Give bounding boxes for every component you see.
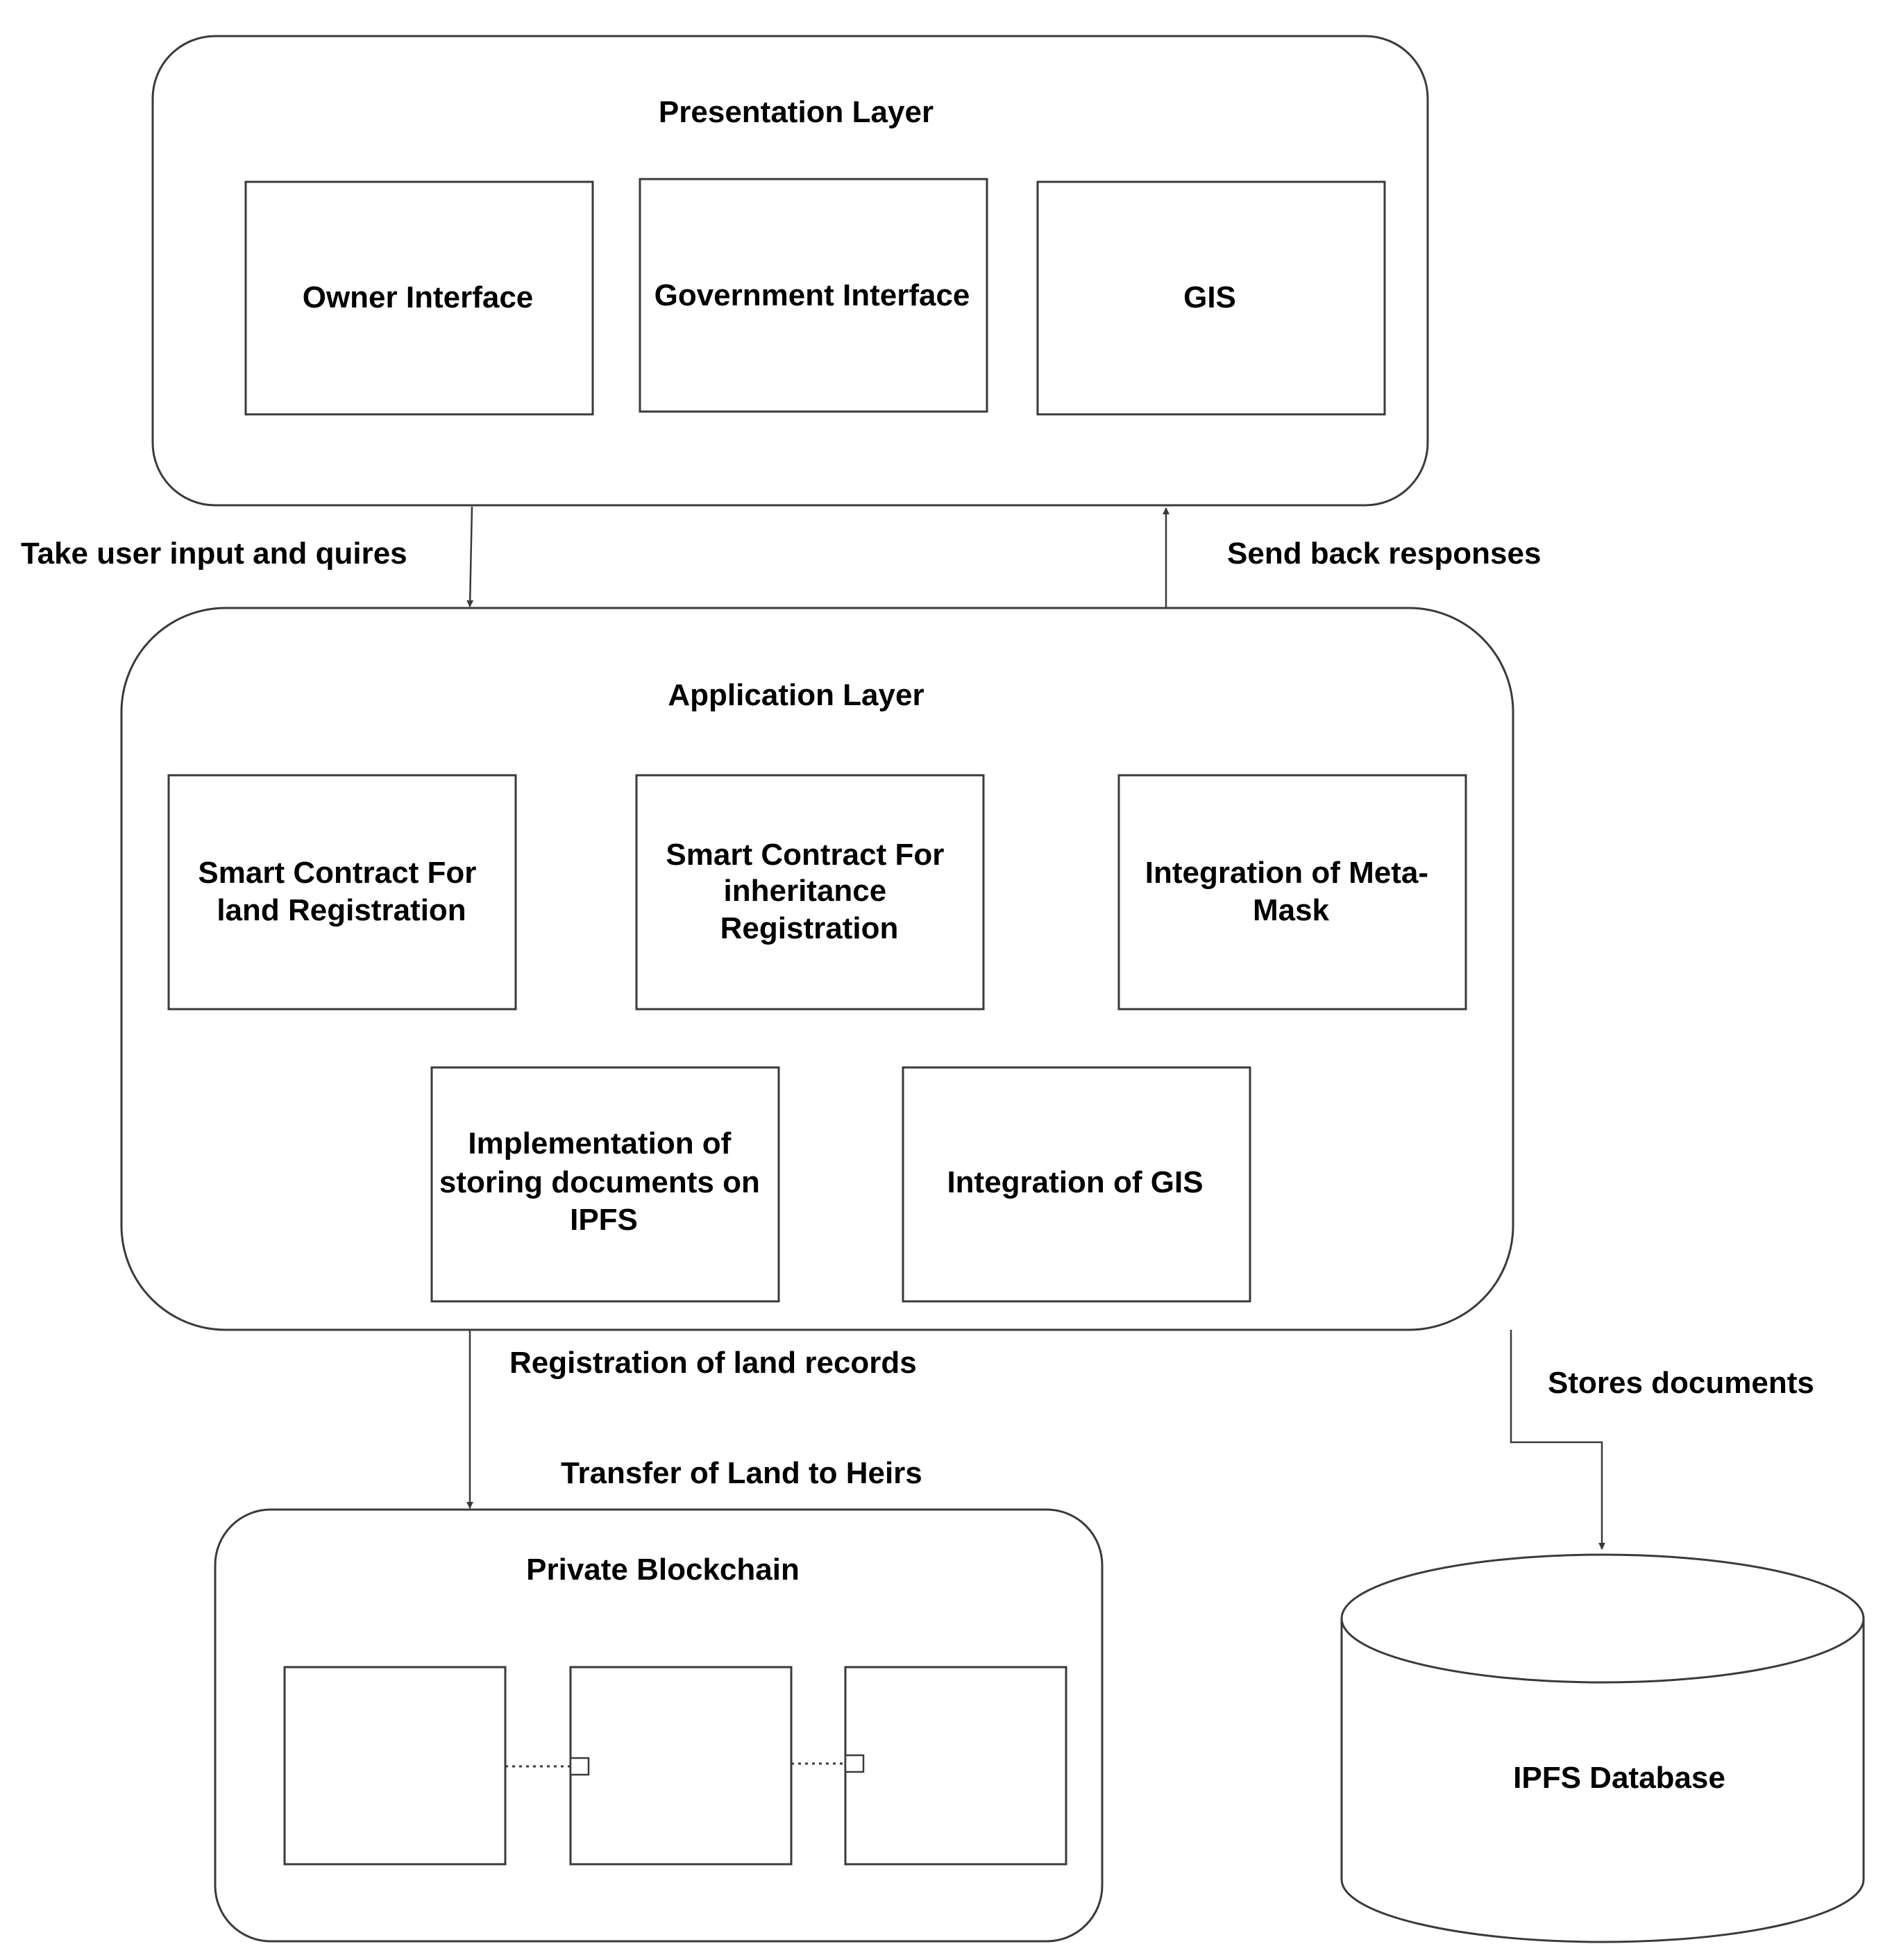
block-link-connector-2 <box>844 1754 865 1773</box>
ipfs-storage-box <box>430 1066 780 1303</box>
application-layer-title: Application Layer <box>668 678 924 712</box>
inheritance-registration-contract-line: Smart Contract For <box>666 838 944 872</box>
ipfs-storage-label: Implementation of storing documents on I… <box>439 1126 768 1237</box>
ipfs-storage-line: storing documents on <box>439 1165 760 1199</box>
responses-label: Send back responses <box>1227 537 1541 571</box>
metamask-integration-box <box>1117 774 1467 1011</box>
ipfs-database-arrow <box>1510 1330 1605 1550</box>
gis-integration-box <box>902 1066 1251 1303</box>
owner-interface-label: Owner Interface <box>303 280 534 314</box>
metamask-integration-line: Mask <box>1253 893 1330 927</box>
database-top <box>1340 1553 1865 1684</box>
ipfs-database-label: IPFS Database <box>1513 1761 1725 1795</box>
user-input-label: Take user input and quires <box>21 537 407 571</box>
registration-label: Registration of land records <box>509 1346 917 1380</box>
stores-documents-label: Stores documents <box>1548 1366 1814 1400</box>
government-interface-label: Government Interface <box>655 278 970 312</box>
government-interface-box <box>639 178 988 413</box>
transfer-label: Transfer of Land to Heirs <box>561 1456 922 1490</box>
application-layer: Application Layer Smart Contract For lan… <box>120 607 1514 1331</box>
inheritance-registration-contract-label: Smart Contract For inheritance Registrat… <box>666 838 952 945</box>
user-input-arrow <box>466 506 474 607</box>
inheritance-registration-contract-box <box>635 774 985 1011</box>
ipfs-storage-line: IPFS <box>570 1203 638 1237</box>
metamask-integration-label: Integration of Meta- Mask <box>1145 856 1437 927</box>
land-registration-contract-line: Smart Contract For <box>198 856 476 890</box>
private-blockchain-title: Private Blockchain <box>526 1553 800 1587</box>
owner-interface-box <box>244 180 594 416</box>
metamask-integration-line: Integration of Meta- <box>1145 856 1428 890</box>
database-body <box>1340 1619 1865 1943</box>
inheritance-registration-contract-line: inheritance <box>724 874 887 908</box>
land-registration-contract-line: land Registration <box>217 893 466 927</box>
ipfs-storage-line: Implementation of <box>468 1126 731 1160</box>
land-registration-contract-label: Smart Contract For land Registration <box>198 856 484 927</box>
gis-label: GIS <box>1183 280 1236 314</box>
land-registration-contract-box <box>167 774 517 1011</box>
private-blockchain: Private Blockchain <box>214 1508 1104 1943</box>
ipfs-database: IPFS Database <box>1340 1553 1865 1943</box>
block-2 <box>569 1666 793 1866</box>
presentation-layer-title: Presentation Layer <box>659 95 934 129</box>
block-3 <box>844 1666 1067 1866</box>
gis-integration-label: Integration of GIS <box>947 1165 1203 1199</box>
gis-box <box>1036 180 1386 416</box>
block-link-connector-1 <box>569 1757 590 1776</box>
presentation-layer: Presentation Layer Owner Interface Gover… <box>151 35 1429 507</box>
inheritance-registration-contract-line: Registration <box>720 911 899 945</box>
block-1 <box>283 1666 507 1866</box>
